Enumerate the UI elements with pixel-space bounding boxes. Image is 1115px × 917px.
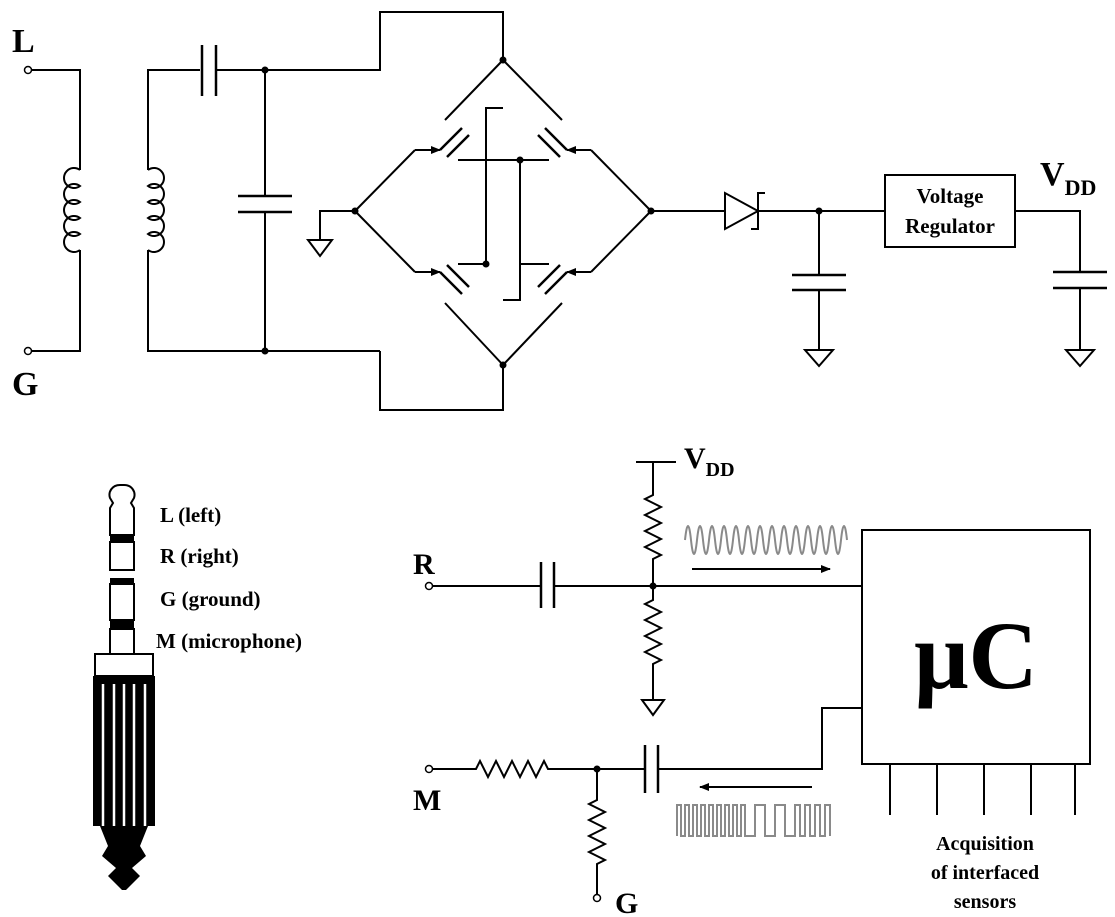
input-m-pin [424, 764, 434, 774]
terminal-g-label: G [12, 366, 38, 403]
terminal-l-pin [23, 65, 33, 75]
shunt-capacitor [238, 70, 292, 351]
voltage-regulator: Voltage Regulator [884, 174, 1016, 248]
microcontroller: μC [861, 529, 1091, 815]
jack-label-left: L (left) [160, 503, 221, 527]
jack-label-right: R (right) [160, 544, 239, 568]
resistor-series-m [432, 758, 597, 780]
input-r-label: R [413, 548, 435, 581]
input-m-label: M [413, 784, 441, 817]
trrs-audio-jack: L (left) R (right) G (ground) M (microph… [93, 484, 302, 890]
ground-g-label: G [615, 887, 638, 917]
ground-symbol [306, 210, 355, 258]
transformer [31, 69, 380, 352]
jack-label-microphone: M (microphone) [156, 629, 302, 653]
ground-g-pin [592, 893, 602, 903]
mosfet-bridge-rectifier [351, 56, 655, 369]
terminal-g-pin [23, 346, 33, 356]
resistor-lower [640, 586, 666, 717]
vdd-output-label: VDD [1040, 156, 1096, 200]
audio-input-waveform [684, 525, 848, 555]
storage-capacitor [792, 211, 846, 368]
acquisition-label-line2: of interfaced [931, 862, 1039, 884]
schottky-diode [651, 191, 885, 231]
resistor-upper [642, 462, 664, 586]
regulator-label-line1: Voltage [917, 184, 984, 208]
regulator-label-line2: Regulator [905, 214, 995, 238]
vdd-bias-label: VDD [684, 442, 735, 481]
terminal-l-label: L [12, 23, 35, 60]
series-capacitor [200, 11, 504, 96]
sensor-output-waveform [676, 804, 831, 837]
resistor-pulldown [586, 769, 608, 895]
power-harvesting-circuit: L G [12, 11, 1107, 411]
jack-label-ground: G (ground) [160, 587, 261, 611]
acquisition-label-line1: Acquisition [936, 833, 1034, 855]
acquisition-label-line3: sensors [954, 891, 1016, 913]
input-r-pin [424, 581, 434, 591]
sensor-interface-circuit: VDD R μC Acquisition of interfa [413, 442, 1091, 917]
junction-dot [261, 347, 269, 355]
microcontroller-label: μC [914, 602, 1038, 709]
output-capacitor [1015, 210, 1107, 368]
